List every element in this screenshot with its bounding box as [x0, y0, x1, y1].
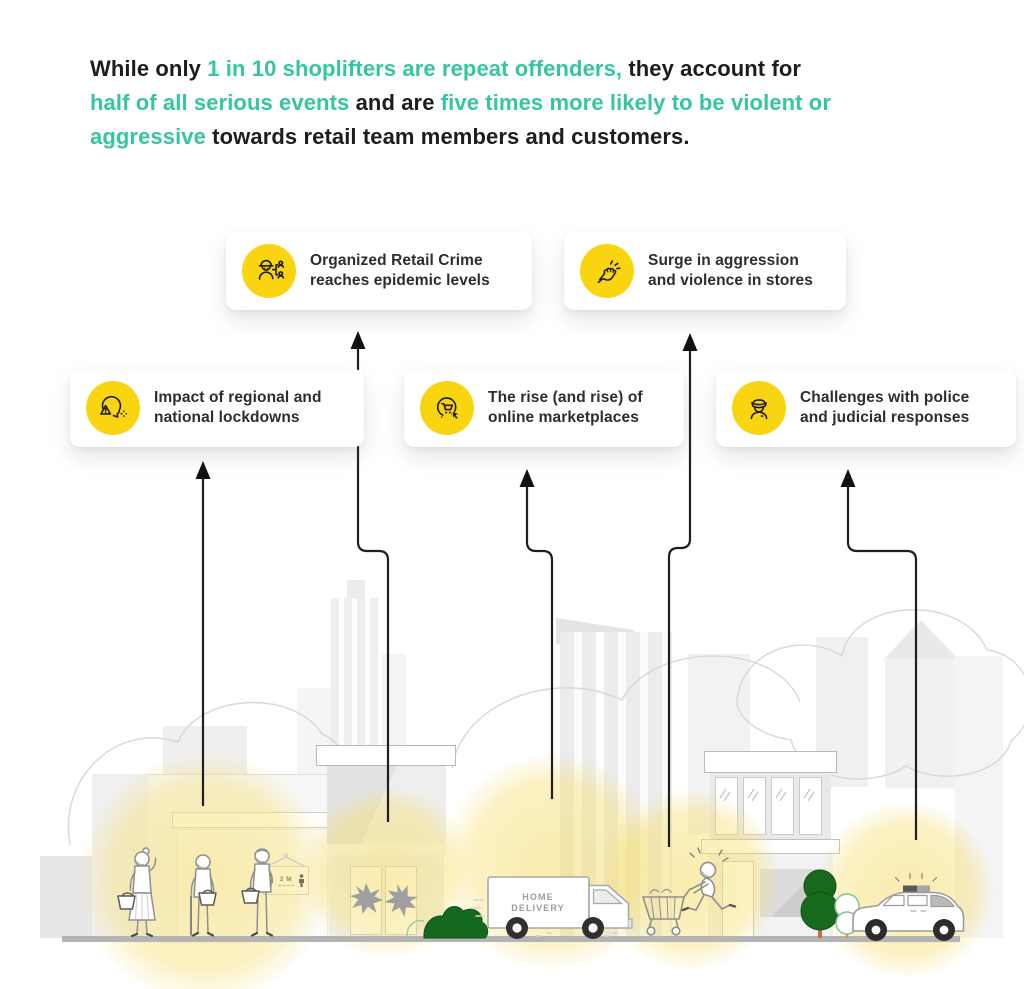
coughing-head-warning-icon — [100, 395, 127, 418]
card-label: Impact of regional and national lockdown… — [154, 388, 322, 429]
icon-circle — [580, 244, 634, 298]
card-label-line2: and violence in stores — [648, 272, 814, 289]
card-label-line2: and judicial responses — [800, 409, 970, 426]
online-cart-cursor-icon — [436, 397, 460, 420]
glow-police-car — [818, 802, 994, 978]
headline-highlight: five times more likely to be violent or — [440, 90, 831, 115]
background-house-roof — [883, 620, 959, 660]
card-label: Surge in aggression and violence in stor… — [648, 251, 813, 292]
icon-circle — [732, 381, 786, 435]
card-label: Challenges with police and judicial resp… — [800, 388, 969, 429]
glow-runner — [600, 790, 780, 970]
ground — [62, 936, 960, 942]
glow-shoppers — [80, 753, 330, 989]
raised-fist-icon — [597, 260, 621, 284]
truck-label-line1: HOME — [522, 892, 554, 902]
card-organized-retail-crime: Organized Retail Crime reaches epidemic … — [226, 232, 532, 310]
arrowhead — [195, 461, 211, 479]
arrow-marketplaces — [525, 486, 554, 799]
card-label-line2: national lockdowns — [154, 409, 300, 426]
background-building — [347, 580, 365, 600]
truck-label: HOME DELIVERY — [490, 892, 586, 914]
criminal-network-icon — [258, 259, 285, 280]
truck-label-line2: DELIVERY — [511, 903, 565, 913]
headline-text: and are — [349, 90, 441, 115]
police-officer-icon — [750, 399, 768, 420]
arrowhead — [840, 469, 856, 487]
card-label-line1: Organized Retail Crime — [310, 251, 483, 269]
broken-store-cornice — [316, 745, 456, 766]
headline-highlight: half of all serious events — [90, 90, 350, 115]
card-label-line2: online marketplaces — [488, 409, 639, 426]
headline-highlight: 1 in 10 shoplifters are repeat offenders… — [207, 56, 623, 81]
icon-circle — [86, 381, 140, 435]
card-label-line2: reaches epidemic levels — [310, 272, 490, 289]
card-impact-lockdowns: Impact of regional and national lockdown… — [70, 369, 364, 447]
card-label-line1: The rise (and rise) of — [488, 388, 643, 406]
card-aggression-violence: Surge in aggression and violence in stor… — [564, 232, 846, 310]
card-label: The rise (and rise) of online marketplac… — [488, 388, 643, 429]
icon-circle — [242, 244, 296, 298]
arrowhead — [350, 331, 366, 349]
headline-text: While only — [90, 56, 208, 81]
right-store-window-pane — [771, 777, 794, 835]
headline-highlight: aggressive — [90, 124, 206, 149]
right-store-cornice — [704, 751, 837, 773]
arrowhead — [519, 469, 535, 487]
headline: While only 1 in 10 shoplifters are repea… — [90, 52, 960, 154]
card-label-line1: Surge in aggression — [648, 251, 799, 269]
headline-text: they account for — [622, 56, 802, 81]
icon-circle — [420, 381, 474, 435]
right-store-window-pane — [799, 777, 822, 835]
card-label-line1: Impact of regional and — [154, 388, 322, 406]
card-online-marketplaces: The rise (and rise) of online marketplac… — [404, 369, 684, 447]
card-label-line1: Challenges with police — [800, 388, 970, 406]
headline-text: towards retail team members and customer… — [205, 124, 690, 149]
card-police-judicial: Challenges with police and judicial resp… — [716, 369, 1016, 447]
arrowhead — [682, 333, 698, 351]
card-label: Organized Retail Crime reaches epidemic … — [310, 251, 490, 292]
